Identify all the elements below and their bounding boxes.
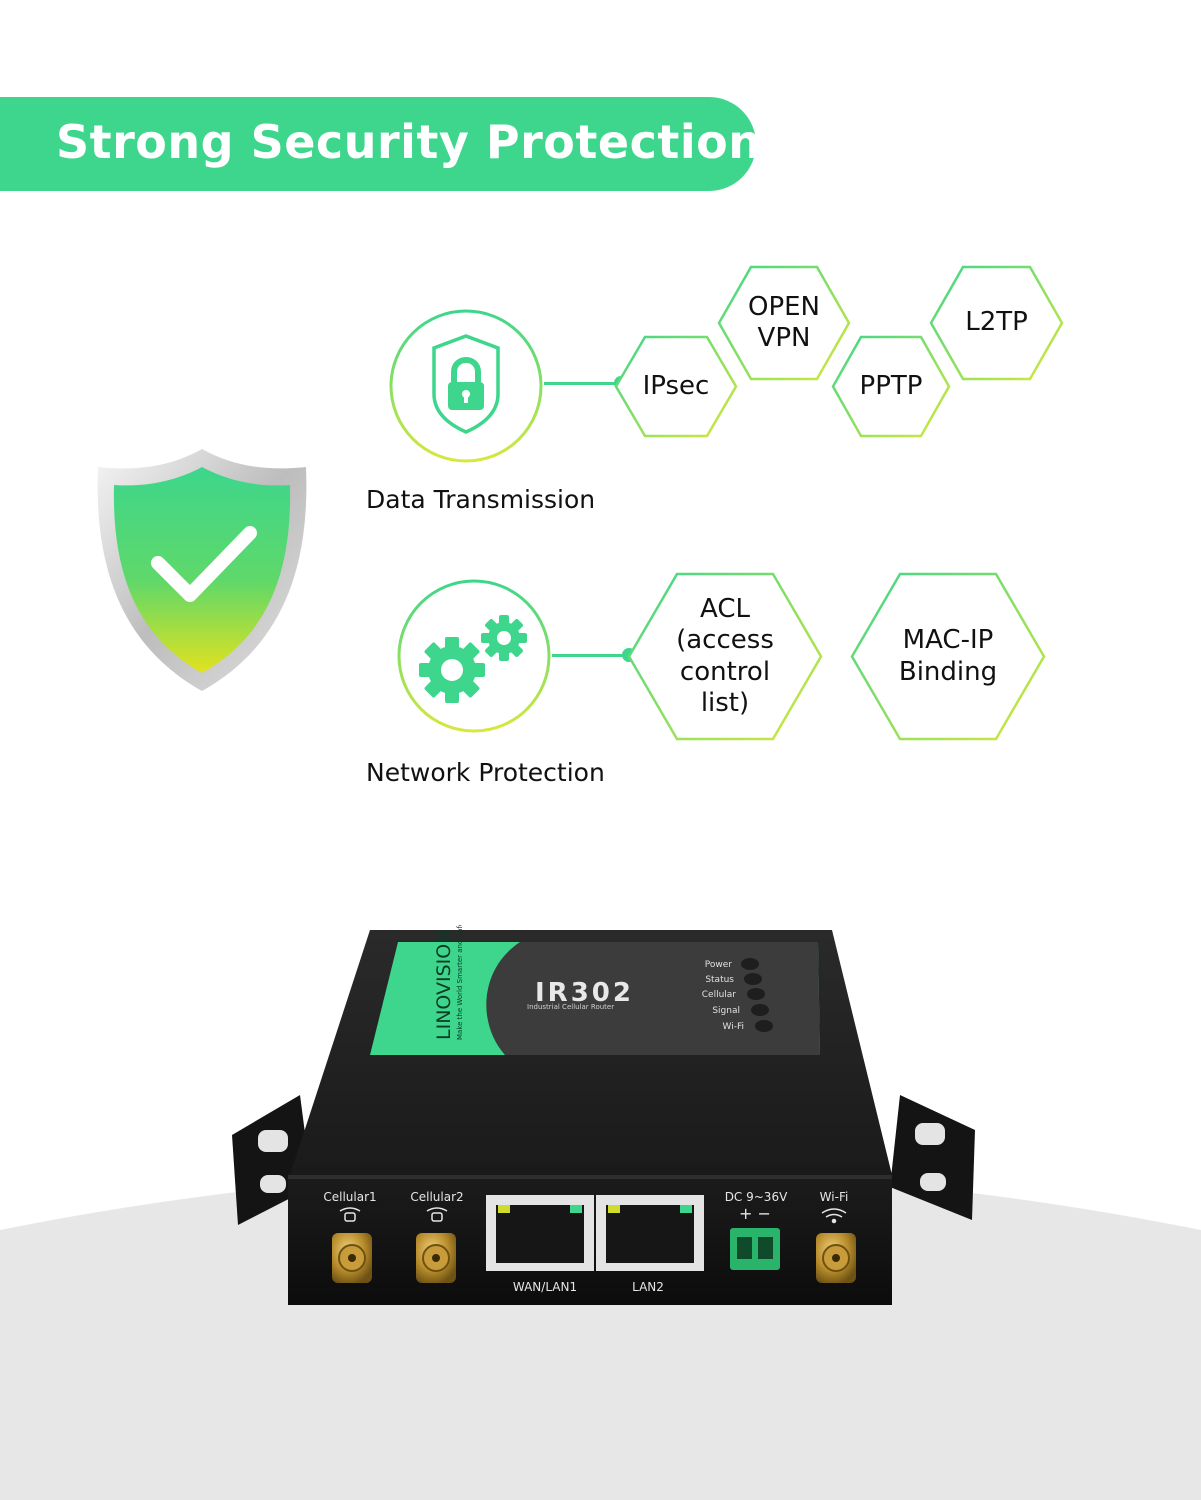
hex-l2tp-label: L2TP xyxy=(965,307,1028,338)
port-cellular2-label: Cellular2 xyxy=(410,1190,463,1204)
router-led-list: Power Status Cellular Signal Wi-Fi xyxy=(702,958,773,1032)
router-model: IR302 xyxy=(535,978,634,1008)
led-wifi-indicator xyxy=(755,1020,773,1032)
hex-acl: ACL (access control list) xyxy=(627,572,823,741)
hex-ipsec: IPsec xyxy=(614,335,738,438)
router-illustration: LINOVISION Make the World Smarter and Sa… xyxy=(232,925,975,1305)
port-cellular1-label: Cellular1 xyxy=(323,1190,376,1204)
hex-pptp-label: PPTP xyxy=(859,370,923,401)
padlock-icon xyxy=(432,334,500,434)
ethernet-port-wan-lan1 xyxy=(486,1195,594,1271)
wifi-icon xyxy=(821,1208,847,1224)
data-transmission-circle xyxy=(389,309,543,463)
gears-icon xyxy=(419,615,527,703)
port-lan2-label: LAN2 xyxy=(632,1280,664,1294)
led-power-indicator xyxy=(741,958,759,970)
led-signal-indicator xyxy=(751,1004,769,1016)
led-cellular-indicator xyxy=(747,988,765,1000)
sma-connector-2 xyxy=(416,1233,456,1283)
banner-title: Strong Security Protection xyxy=(56,115,762,169)
router-slogan: Make the World Smarter and Safer xyxy=(456,925,464,1040)
hex-ipsec-label: IPsec xyxy=(642,370,710,401)
router-brand: LINOVISION xyxy=(433,930,455,1040)
led-cellular-label: Cellular xyxy=(702,990,737,1000)
header-banner: Strong Security Protection xyxy=(0,97,761,191)
network-protection-connector xyxy=(552,648,636,662)
led-status-label: Status xyxy=(705,975,734,985)
hex-acl-label: ACL (access control list) xyxy=(676,594,774,718)
antenna-icon xyxy=(339,1207,448,1222)
hex-openvpn-label: OPEN VPN xyxy=(747,291,821,353)
led-power-label: Power xyxy=(705,960,733,970)
led-signal-label: Signal xyxy=(712,1006,740,1016)
data-transmission-label: Data Transmission xyxy=(366,485,596,514)
led-wifi-label: Wi-Fi xyxy=(723,1022,744,1032)
hex-mac-ip: MAC-IP Binding xyxy=(850,572,1046,741)
shield-check-icon xyxy=(97,449,307,691)
dc-terminal-block xyxy=(730,1228,780,1270)
sma-connector-1 xyxy=(332,1233,372,1283)
hex-l2tp: L2TP xyxy=(929,265,1064,381)
network-protection-label: Network Protection xyxy=(366,758,605,787)
sma-connector-wifi xyxy=(816,1233,856,1283)
port-wan-lan1-label: WAN/LAN1 xyxy=(513,1280,577,1294)
data-transmission-connector xyxy=(544,376,628,390)
hex-pptp: PPTP xyxy=(831,335,951,438)
port-dc-polarity: + − xyxy=(739,1204,771,1223)
led-status-indicator xyxy=(744,973,762,985)
router-model-subtitle: Industrial Cellular Router xyxy=(527,1003,614,1011)
network-protection-circle xyxy=(397,579,551,733)
port-dc-label: DC 9~36V xyxy=(725,1190,788,1204)
hex-openvpn: OPEN VPN xyxy=(717,265,851,381)
port-wifi-label: Wi-Fi xyxy=(820,1190,849,1204)
hex-mac-ip-label: MAC-IP Binding xyxy=(898,625,998,687)
ethernet-port-lan2 xyxy=(596,1195,704,1271)
